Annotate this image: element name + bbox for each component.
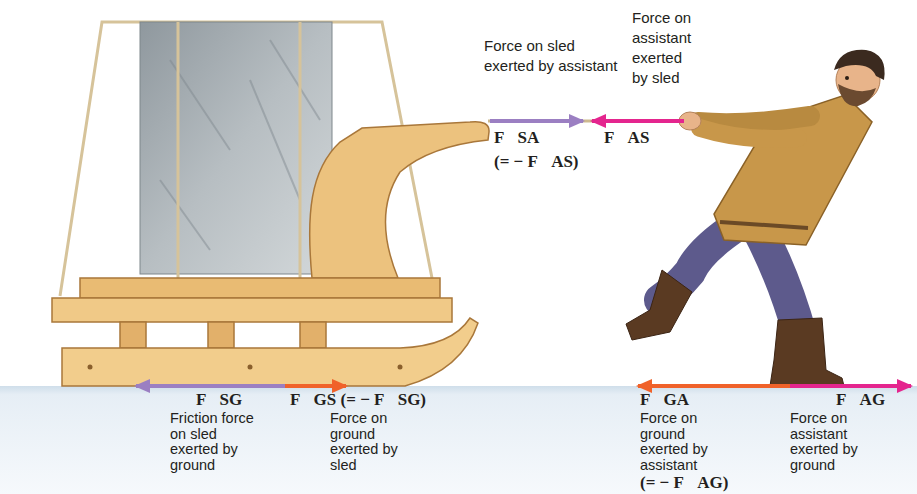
force-arrow xyxy=(638,384,790,388)
eye xyxy=(845,76,849,80)
force-description: Force on ground exerted by sled xyxy=(330,411,402,473)
force-description: Force on assistant exerted by ground xyxy=(790,411,882,473)
rope-ties xyxy=(178,22,300,296)
vector-label: (= − F⃗AS) xyxy=(494,152,579,171)
force-description: Friction force on sled exerted by ground xyxy=(170,411,264,473)
sled-post xyxy=(120,322,146,348)
vector-label: F⃗AG xyxy=(836,390,885,409)
force-arrow xyxy=(790,384,911,388)
force-description: Force on assistant exerted by sled xyxy=(632,8,698,88)
force-arrow xyxy=(285,384,346,388)
sled-deck xyxy=(52,298,452,322)
rivet xyxy=(398,365,403,370)
cap xyxy=(834,50,885,80)
boot xyxy=(626,270,692,340)
force-arrow xyxy=(490,119,583,123)
vector-label: (= − F⃗AG) xyxy=(640,473,728,492)
rivet xyxy=(88,365,93,370)
belt xyxy=(720,222,808,228)
beard xyxy=(838,84,876,106)
vector-label: F⃗AS xyxy=(604,128,649,147)
tow-rope xyxy=(488,120,690,123)
sled-handle xyxy=(310,122,489,278)
marble-block xyxy=(140,22,332,274)
force-description: Force on ground exerted by assistant xyxy=(640,411,730,473)
vector-label: F⃗SG xyxy=(196,390,242,409)
force-description: Force on sled exerted by assistant xyxy=(484,36,624,76)
sled-rail xyxy=(80,278,440,298)
sled-post xyxy=(300,322,326,348)
boot xyxy=(770,318,844,386)
arm xyxy=(698,116,810,123)
sled-post xyxy=(208,322,234,348)
snow-ground xyxy=(0,386,917,494)
vector-label: F⃗GA xyxy=(640,390,689,409)
arm xyxy=(700,128,798,139)
rivet xyxy=(248,365,253,370)
sled-runner xyxy=(62,318,478,386)
vector-label: F⃗SA xyxy=(494,128,539,147)
marble-veins xyxy=(160,40,320,250)
force-arrow xyxy=(592,119,684,123)
vector-label: F⃗GS (= − F⃗SG) xyxy=(290,390,426,409)
force-arrow xyxy=(136,384,285,388)
